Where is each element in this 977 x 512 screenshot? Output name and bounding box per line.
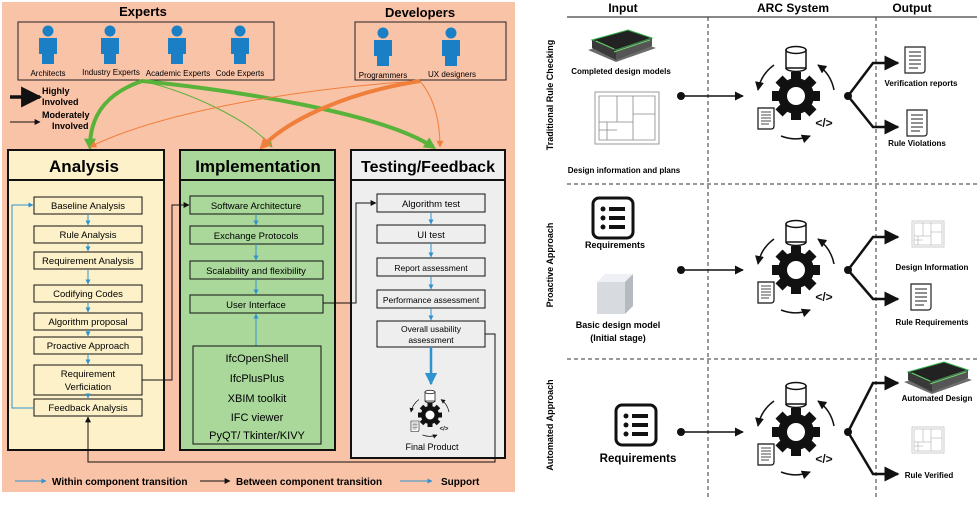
developer-label: Programmers (359, 71, 407, 80)
implementation-step-label: Software Architecture (211, 201, 301, 212)
row-label: Proactive Approach (545, 223, 555, 308)
implementation-title: Implementation (195, 157, 321, 176)
tools-box (192, 345, 322, 445)
automated-design-building-icon (903, 361, 973, 395)
output-label: Rule Violations (888, 139, 946, 148)
basic-model-cube-icon (597, 274, 633, 314)
tool-label: IfcOpenShell (226, 353, 289, 365)
report-document-icon (910, 283, 932, 311)
testing-step-label: Overall usability (401, 324, 462, 334)
arc-system-icon (758, 221, 834, 313)
developers-title: Developers (385, 5, 455, 20)
column-header: Input (608, 1, 637, 15)
input-label: Design information and plans (568, 166, 681, 175)
tool-label: XBIM toolkit (228, 393, 287, 405)
requirements-list-icon (614, 403, 658, 447)
implementation-step-label: User Interface (226, 300, 286, 311)
input-label: Completed design models (571, 67, 671, 76)
input-label: Requirements (585, 240, 645, 250)
developer-to-testing-arrow (419, 80, 444, 148)
implementation-step-label: Exchange Protocols (214, 231, 299, 242)
analysis-step-label: Requirement (61, 369, 116, 380)
analysis-step-label: Feedback Analysis (48, 403, 127, 414)
implementation-step-label: Scalability and flexibility (206, 266, 306, 277)
legend-label: Between component transition (236, 477, 382, 488)
output-label: Design Information (896, 263, 969, 272)
output-label: Rule Verified (905, 471, 954, 480)
testing-step-label: assessment (408, 335, 454, 345)
expert-label: Industry Experts (82, 68, 140, 77)
expert-label: Academic Experts (146, 69, 210, 78)
floor-plan-icon (594, 91, 660, 145)
requirements-list-icon (591, 196, 635, 240)
output-label: Verification reports (885, 79, 958, 88)
arc-system-icon (758, 383, 834, 475)
developer-label: UX designers (428, 70, 476, 79)
analysis-step-box (33, 364, 143, 396)
legend-label: Highly (42, 86, 70, 96)
verified-plan-icon (911, 426, 945, 454)
tool-label: IfcPlusPlus (230, 373, 285, 385)
analysis-title: Analysis (49, 157, 119, 176)
expert-label: Architects (30, 69, 65, 78)
legend-label: Within component transition (52, 477, 187, 488)
input-label: (Initial stage) (590, 333, 646, 343)
report-document-icon (904, 46, 926, 74)
analysis-flow-arrows (11, 202, 91, 409)
testing-step-label: UI test (417, 230, 445, 241)
row-label: Automated Approach (545, 379, 555, 470)
design-plan-icon (911, 220, 945, 248)
experts-title: Experts (119, 4, 167, 19)
column-header: ARC System (757, 1, 829, 15)
legend-label: Involved (42, 97, 79, 107)
analysis-step-label: Codifying Codes (53, 289, 123, 300)
building-model-icon (587, 29, 657, 63)
legend-label: Support (441, 477, 480, 488)
analysis-step-label: Verficiation (65, 382, 111, 393)
legend-label: Involved (52, 121, 89, 131)
implementation-step-box (189, 294, 324, 314)
expert-label: Code Experts (216, 69, 264, 78)
row-label: Traditional Rule Checking (545, 40, 555, 151)
arc-system-icon (758, 47, 834, 139)
input-label: Requirements (600, 453, 677, 465)
output-label: Rule Requirements (896, 318, 969, 327)
analysis-step-label: Requirement Analysis (42, 256, 134, 267)
between-component-arrows (85, 200, 496, 463)
analysis-step-label: Baseline Analysis (51, 201, 125, 212)
legend-label: Moderately (42, 110, 90, 120)
developer-to-analysis-arrow (89, 80, 421, 148)
input-label: Basic design model (576, 320, 661, 330)
testing-step-label: Report assessment (394, 263, 468, 273)
testing-title: Testing/Feedback (361, 159, 495, 176)
column-header: Output (892, 1, 931, 15)
analysis-step-label: Rule Analysis (59, 230, 116, 241)
output-label: Automated Design (902, 394, 973, 403)
expert-to-testing-arrow (141, 79, 437, 149)
tool-label: PyQT/ Tkinter/KIVY (209, 430, 305, 442)
analysis-step-label: Algorithm proposal (48, 317, 127, 328)
final-product-label: Final Product (405, 442, 459, 452)
developer-to-implementation-arrow (259, 79, 421, 150)
developers-box (354, 21, 507, 81)
testing-step-box (376, 320, 486, 348)
tool-label: IFC viewer (231, 412, 284, 424)
report-document-icon (906, 109, 928, 137)
expert-to-analysis-arrow (84, 79, 143, 151)
testing-step-label: Performance assessment (383, 295, 480, 305)
analysis-step-label: Proactive Approach (47, 341, 129, 352)
testing-step-label: Algorithm test (402, 199, 460, 210)
